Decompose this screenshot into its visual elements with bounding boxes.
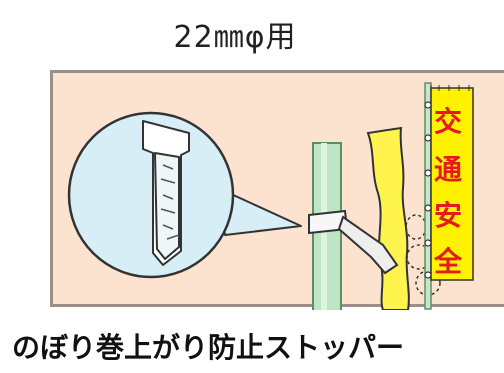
illustration-panel [50, 70, 504, 310]
pole-rings [424, 101, 432, 279]
flag-char-1: 交 [433, 105, 462, 138]
flag-banner [430, 87, 474, 281]
flag-char-4: 全 [433, 245, 462, 278]
flag-char-2: 通 [433, 153, 462, 186]
stopper-arm [337, 215, 399, 275]
stopper-illustration [67, 82, 474, 310]
magnifier-circle [67, 111, 235, 279]
flag-char-3: 安 [433, 199, 462, 232]
product-caption: のぼり巻上がり防止ストッパー [12, 331, 405, 364]
size-label: 22㎜φ用 [173, 20, 297, 55]
stopper-clip-zoom [142, 120, 190, 266]
banner-cloth [366, 126, 410, 310]
